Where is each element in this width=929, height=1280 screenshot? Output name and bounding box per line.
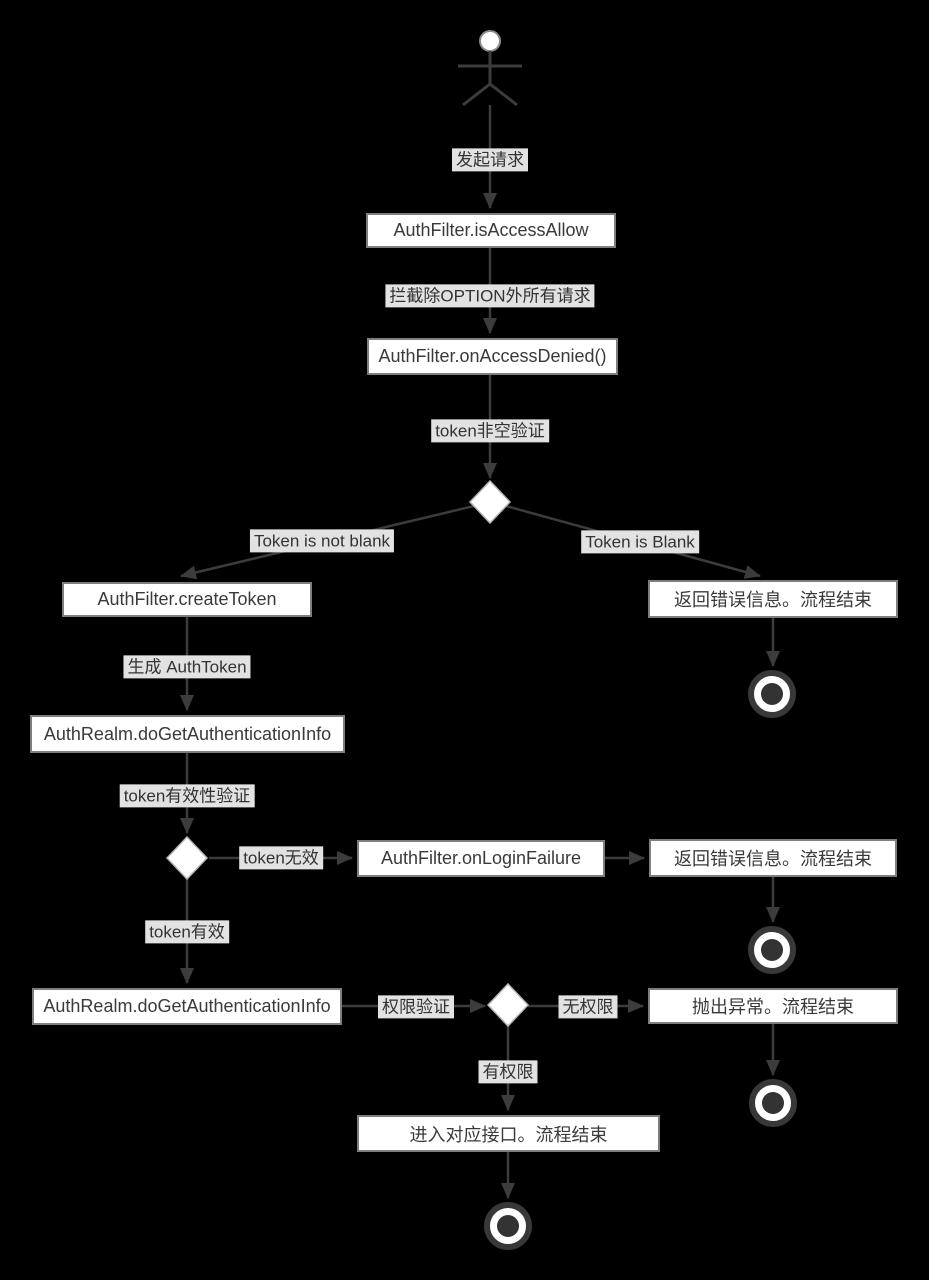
edge-label-initiate-request: 发起请求 <box>452 148 528 172</box>
edge-label-token-not-empty-check: token非空验证 <box>431 419 549 443</box>
diagram-edges <box>180 105 780 1199</box>
edge-label-intercept-all-but-option: 拦截除OPTION外所有请求 <box>385 284 595 308</box>
final-nodes <box>484 670 797 1250</box>
node-auth-filter-on-login-failure: AuthFilter.onLoginFailure <box>357 840 605 877</box>
edge-label-permission-check: 权限验证 <box>378 995 454 1019</box>
final-node-3 <box>749 1079 797 1127</box>
edge-label-generate-auth-token: 生成 AuthToken <box>123 655 251 679</box>
node-auth-filter-is-access-allow: AuthFilter.isAccessAllow <box>366 213 616 248</box>
edge-label-has-permission: 有权限 <box>478 1060 538 1084</box>
node-auth-filter-create-token: AuthFilter.createToken <box>62 582 312 617</box>
node-auth-filter-on-access-denied: AuthFilter.onAccessDenied() <box>367 338 618 375</box>
decision-permission <box>486 982 530 1028</box>
final-node-4 <box>484 1202 532 1250</box>
edge-label-token-invalid: token无效 <box>239 846 323 870</box>
final-node-2 <box>748 926 796 974</box>
edge-label-token-validity-check: token有效性验证 <box>119 784 255 808</box>
node-auth-realm-do-get-authentication-info-1: AuthRealm.doGetAuthenticationInfo <box>30 715 345 753</box>
decision-diamonds <box>165 479 530 1028</box>
actor-icon <box>458 30 522 107</box>
node-throw-exception-flow-end: 抛出异常。流程结束 <box>648 988 898 1024</box>
final-node-1 <box>748 670 796 718</box>
node-auth-realm-do-get-authentication-info-2: AuthRealm.doGetAuthenticationInfo <box>32 988 342 1025</box>
edge-label-token-valid: token有效 <box>145 920 229 944</box>
node-return-error-flow-end-2: 返回错误信息。流程结束 <box>649 839 897 877</box>
edge-label-token-is-not-blank: Token is not blank <box>249 529 395 553</box>
edge-label-token-is-blank: Token is Blank <box>581 530 699 554</box>
node-enter-interface-flow-end: 进入对应接口。流程结束 <box>357 1115 660 1152</box>
edge-label-no-permission: 无权限 <box>558 995 618 1019</box>
decision-token-blank <box>468 479 512 525</box>
decision-token-validity <box>165 835 209 881</box>
node-return-error-flow-end-1: 返回错误信息。流程结束 <box>648 580 898 618</box>
